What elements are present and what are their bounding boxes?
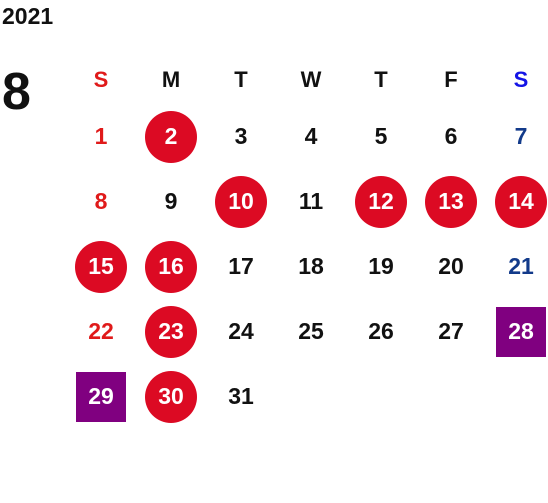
calendar-day-cell: 23 (136, 299, 206, 364)
calendar-day-27[interactable]: 27 (438, 318, 464, 344)
calendar-day-cell: 29 (66, 364, 136, 429)
calendar-day-21[interactable]: 21 (508, 253, 534, 279)
calendar-day-cell: 31 (206, 364, 276, 429)
calendar-day-cell (276, 364, 346, 429)
calendar-week-row: 8 9 10 11 12 13 14 (66, 169, 548, 234)
calendar-day-12[interactable]: 12 (355, 175, 407, 228)
calendar-day-cell: 20 (416, 234, 486, 299)
weekday-friday: F (444, 67, 458, 92)
calendar-day-cell: 3 (206, 104, 276, 169)
calendar-day-19[interactable]: 19 (368, 253, 394, 279)
calendar-day-10[interactable]: 10 (215, 175, 267, 228)
calendar-day-cell: 7 (486, 104, 548, 169)
calendar-day-1[interactable]: 1 (94, 123, 108, 149)
calendar-day-6[interactable]: 6 (444, 123, 458, 149)
calendar-day-cell: 2 (136, 104, 206, 169)
calendar-day-25[interactable]: 25 (298, 318, 324, 344)
weekday-saturday: S (513, 67, 529, 92)
calendar-day-cell: 5 (346, 104, 416, 169)
calendar-week-row: 29 30 31 (66, 364, 548, 429)
calendar-day-cell: 11 (276, 169, 346, 234)
calendar-day-cell: 26 (346, 299, 416, 364)
calendar-day-cell: 16 (136, 234, 206, 299)
weekday-wednesday: W (300, 67, 322, 92)
calendar-day-cell: 22 (66, 299, 136, 364)
calendar-day-14[interactable]: 14 (495, 175, 547, 228)
calendar-day-cell: 17 (206, 234, 276, 299)
calendar-day-cell: 21 (486, 234, 548, 299)
calendar-day-2[interactable]: 2 (145, 110, 197, 163)
calendar-day-24[interactable]: 24 (228, 318, 254, 344)
calendar-day-9[interactable]: 9 (164, 188, 178, 214)
calendar-day-11[interactable]: 11 (298, 188, 324, 214)
calendar-day-8[interactable]: 8 (94, 188, 108, 214)
calendar-day-cell: 1 (66, 104, 136, 169)
calendar-day-23[interactable]: 23 (145, 305, 197, 358)
year-label: 2021 (2, 3, 54, 29)
calendar-day-cell: 15 (66, 234, 136, 299)
calendar-day-cell: 28 (486, 299, 548, 364)
month-number: 8 (2, 63, 31, 121)
calendar-day-cell: 10 (206, 169, 276, 234)
calendar-day-20[interactable]: 20 (438, 253, 464, 279)
calendar-day-13[interactable]: 13 (425, 175, 477, 228)
weekday-tuesday: T (234, 67, 248, 92)
calendar-day-cell: 24 (206, 299, 276, 364)
calendar-week-row: 1 2 3 4 5 6 7 (66, 104, 548, 169)
calendar-day-cell: 9 (136, 169, 206, 234)
calendar-day-cell (346, 364, 416, 429)
calendar-week-row: 15 16 17 18 19 20 21 (66, 234, 548, 299)
weekday-monday: M (161, 67, 181, 92)
calendar-week-row: 22 23 24 25 26 27 28 (66, 299, 548, 364)
calendar-day-cell: 25 (276, 299, 346, 364)
calendar-day-cell (486, 364, 548, 429)
calendar-day-5[interactable]: 5 (374, 123, 388, 149)
calendar-day-29[interactable]: 29 (76, 371, 126, 422)
calendar-day-cell: 19 (346, 234, 416, 299)
calendar-day-3[interactable]: 3 (234, 123, 248, 149)
calendar-day-cell: 30 (136, 364, 206, 429)
calendar-day-cell (416, 364, 486, 429)
calendar-day-cell: 12 (346, 169, 416, 234)
calendar-day-cell: 8 (66, 169, 136, 234)
calendar-day-22[interactable]: 22 (88, 318, 114, 344)
weekday-thursday: T (374, 67, 388, 92)
calendar-day-26[interactable]: 26 (368, 318, 394, 344)
calendar-day-16[interactable]: 16 (145, 240, 197, 293)
calendar-day-cell: 13 (416, 169, 486, 234)
calendar-day-4[interactable]: 4 (304, 123, 318, 149)
weekday-header-row: S M T W T F S (66, 56, 548, 104)
calendar-day-7[interactable]: 7 (514, 123, 528, 149)
calendar-day-cell: 4 (276, 104, 346, 169)
calendar-day-cell: 27 (416, 299, 486, 364)
calendar-day-cell: 18 (276, 234, 346, 299)
calendar-day-cell: 14 (486, 169, 548, 234)
calendar-day-17[interactable]: 17 (228, 253, 254, 279)
weekday-sunday: S (93, 67, 109, 92)
calendar-day-31[interactable]: 31 (228, 383, 254, 409)
calendar-day-18[interactable]: 18 (298, 253, 324, 279)
calendar-day-30[interactable]: 30 (145, 370, 197, 423)
calendar-day-28[interactable]: 28 (496, 306, 546, 357)
calendar-day-15[interactable]: 15 (75, 240, 127, 293)
calendar-day-cell: 6 (416, 104, 486, 169)
